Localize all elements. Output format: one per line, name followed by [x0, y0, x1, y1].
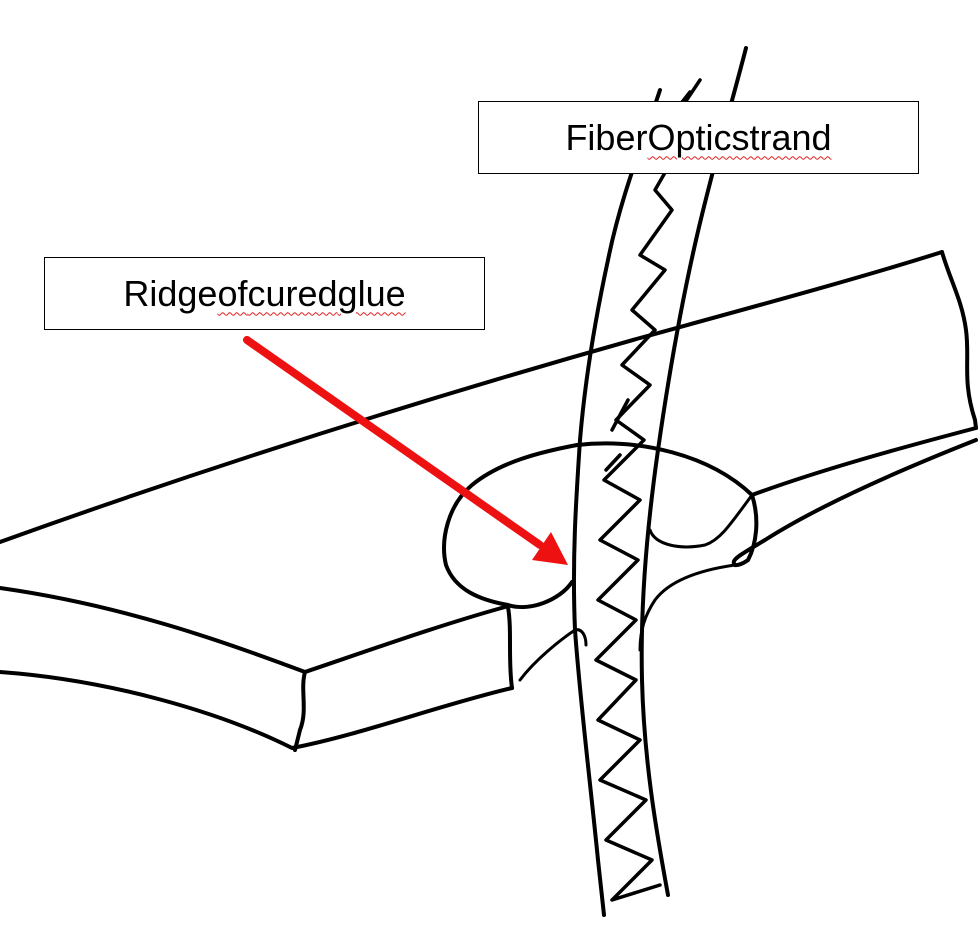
fiber-label-pre: Fiber	[565, 116, 648, 158]
ridge-of-cured-glue-label: Ridge of cured glue	[44, 257, 485, 330]
glue-ridge-inner-right	[648, 493, 754, 549]
fiber-optic-strand-label: Fiber Optic strand	[478, 101, 919, 174]
callout-arrow	[243, 336, 568, 565]
fiber-label-word2: strand	[731, 116, 832, 158]
fiber-hatching	[594, 90, 692, 902]
fiber-right-edge	[639, 46, 748, 897]
board	[0, 250, 978, 752]
glue-label-word2b: glue	[337, 272, 406, 314]
glue-ridge	[442, 441, 759, 682]
glue-label-word2a: cured	[247, 272, 338, 314]
glue-fillet-right	[638, 563, 737, 652]
fiber-label-word1: Optic	[647, 116, 732, 158]
board-back-edge	[0, 250, 944, 544]
fiber-strand	[571, 46, 748, 917]
board-right-end	[940, 250, 978, 430]
arrow-head	[532, 532, 568, 565]
board-front-bottom-edge	[0, 670, 514, 750]
board-front-top-edge	[0, 586, 507, 674]
board-far-thickness-top	[750, 426, 978, 497]
glue-label-pre: Ridge	[123, 272, 218, 314]
fiber-left-edge	[571, 88, 662, 917]
board-hole-left-wall	[506, 605, 514, 690]
arrow-shaft	[243, 336, 544, 549]
board-far-thickness-bottom	[731, 438, 978, 567]
glue-ridge-top-right	[575, 441, 759, 568]
glue-label-word1: of	[217, 272, 248, 314]
glue-ridge-outline	[442, 443, 579, 609]
board-front-corner	[293, 670, 307, 752]
